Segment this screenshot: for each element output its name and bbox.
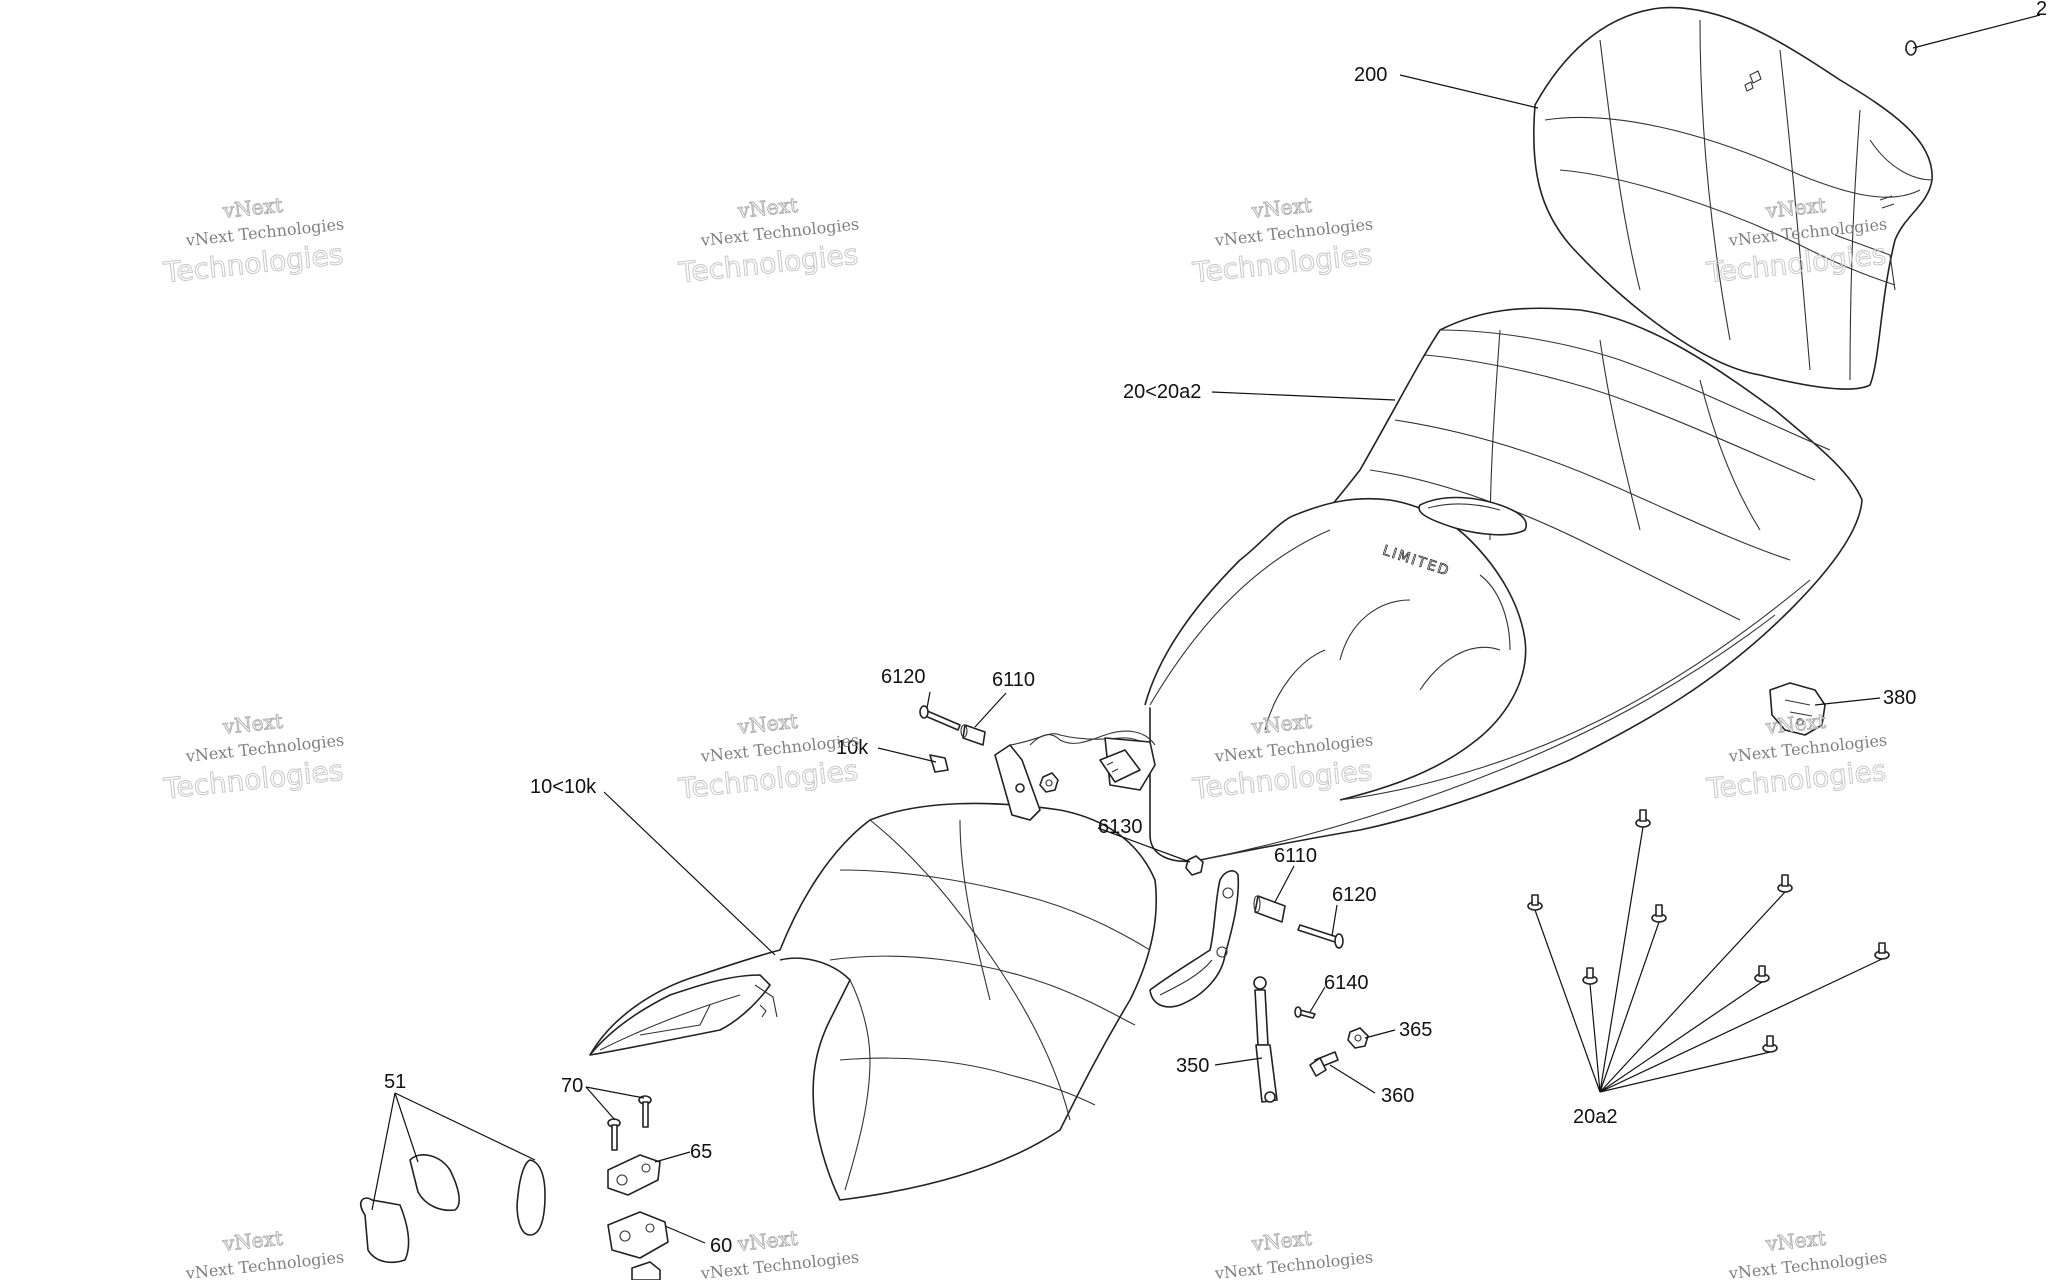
bolt-parts-70: [607, 1095, 652, 1151]
callout-10k: 10k: [836, 737, 869, 759]
svg-text:vNext Technologies: vNext Technologies: [184, 1247, 345, 1280]
bumper-parts-20a2: [1527, 809, 1890, 1053]
gas-strut-part-350: [1253, 976, 1278, 1103]
bolt-70-a: [607, 1118, 621, 1151]
callout-6120-a: 6120: [881, 666, 926, 688]
callout-20-20a2: 20<20a2: [1123, 381, 1201, 403]
callout-200: 200: [1354, 64, 1387, 86]
watermark-r3c1: vNext vNext Technologies: [184, 1225, 345, 1280]
svg-text:vNext: vNext: [736, 1226, 799, 1256]
callout-360: 360: [1381, 1085, 1414, 1107]
screw-part-top-right: [1904, 40, 1919, 56]
leader-lines: [371, 14, 2041, 1244]
callout-6110-a: 6110: [992, 669, 1035, 691]
callout-60: 60: [710, 1235, 732, 1257]
svg-text:vNext: vNext: [221, 193, 284, 223]
callout-6130: 6130: [1098, 816, 1143, 838]
watermark-r2c2: vNext vNext Technologies Technologies: [676, 708, 860, 806]
svg-text:vNext: vNext: [736, 709, 799, 739]
bumper-6: [1754, 965, 1770, 983]
clip-part-10k: [929, 754, 949, 773]
hinge-block-part-65: [607, 1154, 661, 1196]
watermark-r3c4: vNext vNext Technologies: [1727, 1225, 1888, 1280]
nut-part-365: [1347, 1027, 1369, 1049]
callout-10-10k: 10<10k: [530, 776, 597, 798]
callout-51: 51: [384, 1071, 406, 1093]
callout-2-edge: 2: [2036, 0, 2047, 20]
callout-labels: 200 2 20<20a2 380 6120 6110 10k 10<10k 6…: [384, 0, 2047, 1257]
sleeve-part-6110-a: [960, 724, 986, 746]
nut-part-6130-a: [1039, 772, 1059, 793]
callout-6110-b: 6110: [1274, 845, 1317, 867]
bolt-70-b: [638, 1095, 652, 1128]
pin-part-6120-b: [1297, 924, 1344, 949]
nut-part-6130-b: [1185, 855, 1204, 876]
bracket-part-380: [1769, 682, 1826, 736]
bumper-5: [1582, 967, 1598, 985]
wire-harness-part: [1029, 730, 1156, 783]
hinge-bracket-part: [1149, 870, 1240, 1008]
callout-70: 70: [561, 1075, 583, 1097]
bumper-8: [1762, 1035, 1778, 1053]
callout-65: 65: [690, 1141, 712, 1163]
sleeve-part-6110-b: [1253, 895, 1286, 923]
callout-6120-b: 6120: [1332, 884, 1377, 906]
watermark-r1c3: vNext vNext Technologies Technologies: [1190, 192, 1374, 290]
bumper-3: [1651, 904, 1667, 923]
callout-365: 365: [1399, 1019, 1432, 1041]
plate-part-60: [607, 1211, 669, 1259]
latch-bracket-part: [994, 733, 1156, 821]
callout-350: 350: [1176, 1055, 1209, 1077]
svg-text:vNext: vNext: [736, 193, 799, 223]
callout-20a2: 20a2: [1573, 1106, 1618, 1128]
svg-text:vNext Technologies: vNext Technologies: [1727, 1247, 1888, 1280]
svg-text:vNext: vNext: [1764, 1226, 1827, 1256]
passenger-seat-part: LIMITED: [1144, 307, 1863, 862]
svg-text:vNext: vNext: [1764, 709, 1827, 739]
svg-text:vNext: vNext: [221, 709, 284, 739]
screw-part-6140: [1294, 1006, 1316, 1019]
bumper-7: [1874, 942, 1890, 960]
svg-text:vNext Technologies: vNext Technologies: [1213, 1247, 1374, 1280]
bumper-4: [1777, 874, 1793, 893]
bracket-part-bottom: [631, 1261, 661, 1280]
svg-text:vNext: vNext: [1250, 1226, 1313, 1256]
svg-text:vNext: vNext: [221, 1226, 284, 1256]
callout-380: 380: [1883, 687, 1916, 709]
watermark-r3c3: vNext vNext Technologies: [1213, 1225, 1374, 1280]
watermark-r2c4: vNext vNext Technologies Technologies: [1704, 708, 1888, 806]
callout-6140: 6140: [1324, 972, 1369, 994]
backrest-part: [1532, 6, 1933, 390]
bumper-2: [1635, 809, 1651, 828]
svg-text:vNext: vNext: [1250, 193, 1313, 223]
strap-parts-51: [360, 1154, 546, 1264]
pin-part-6120-a: [919, 705, 961, 731]
watermark-r1c2: vNext vNext Technologies Technologies: [676, 192, 860, 290]
watermark-r2c1: vNext vNext Technologies Technologies: [161, 708, 345, 806]
bolt-part-360: [1309, 1051, 1339, 1077]
watermark-r1c1: vNext vNext Technologies Technologies: [161, 192, 345, 290]
bumper-1: [1527, 894, 1543, 911]
driver-seat-part: [589, 802, 1158, 1201]
